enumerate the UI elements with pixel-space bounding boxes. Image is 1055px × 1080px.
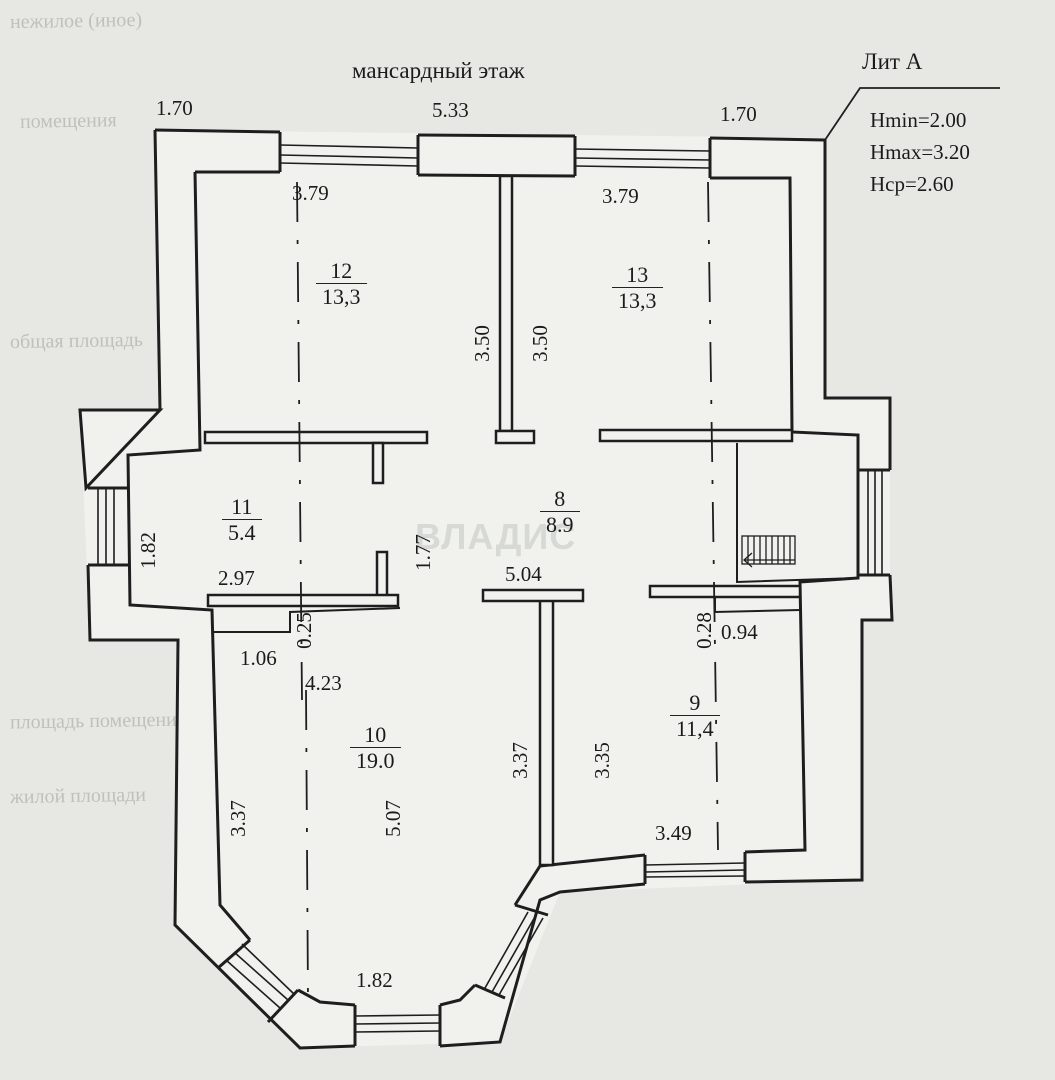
dim-r11-depth: 1.82 bbox=[135, 532, 160, 569]
lit-label: Лит А bbox=[862, 49, 923, 74]
window-left bbox=[97, 488, 115, 565]
dim-r9-left: 3.35 bbox=[589, 742, 614, 779]
window-top-right bbox=[574, 148, 711, 169]
window-bottom-right-jambs bbox=[474, 903, 549, 1000]
window-top-left bbox=[279, 144, 419, 167]
walls bbox=[78, 128, 894, 1050]
partition-11-stub-bottom bbox=[375, 550, 389, 598]
dim-top-left: 1.70 bbox=[156, 96, 193, 120]
partition-12-13-foot bbox=[494, 429, 536, 445]
dim-top-right: 1.70 bbox=[720, 102, 757, 126]
windows bbox=[97, 144, 883, 1033]
dim-r10-right: 3.37 bbox=[507, 742, 532, 779]
dim-r10-width: 4.23 bbox=[305, 671, 342, 695]
dim-stair-offset: 0.28 bbox=[691, 612, 716, 649]
dim-bay-width: 1.82 bbox=[356, 968, 393, 992]
window-bottom-mid bbox=[354, 1014, 441, 1033]
center-lines bbox=[296, 181, 719, 1001]
dim-r13-width: 3.79 bbox=[602, 184, 639, 208]
dim-step-width: 1.06 bbox=[240, 646, 277, 670]
window-left-jambs bbox=[88, 486, 128, 567]
leader-line bbox=[824, 87, 1000, 141]
partitions bbox=[203, 174, 802, 867]
staircase bbox=[741, 535, 796, 568]
watermark: ВЛАДИС bbox=[415, 516, 577, 557]
dim-r9-width: 3.49 bbox=[655, 821, 692, 845]
step-line bbox=[212, 607, 401, 633]
window-bottom-right bbox=[644, 862, 746, 878]
partition-10-9-head bbox=[481, 588, 585, 603]
stair-arrow-icon bbox=[743, 552, 795, 568]
partition-11-stub-top bbox=[371, 441, 385, 485]
window-bottom-left-jambs bbox=[217, 938, 300, 1024]
dim-r12-width: 3.79 bbox=[292, 181, 329, 205]
dim-top-middle: 5.33 bbox=[432, 98, 469, 122]
height-max: Hmax=3.20 bbox=[870, 140, 970, 164]
partition-13-bottom bbox=[598, 428, 794, 443]
dim-corridor-width: 5.04 bbox=[505, 562, 542, 586]
floor-title: мансардный этаж bbox=[352, 58, 525, 83]
dim-r13-depth: 3.50 bbox=[527, 325, 552, 362]
window-top-right-jambs bbox=[573, 136, 712, 178]
window-bottom-diag bbox=[484, 911, 544, 996]
window-top-left-jambs bbox=[278, 132, 420, 175]
dim-step-depth: 0.25 bbox=[291, 612, 316, 649]
dim-corridor-depth: 1.77 bbox=[410, 534, 435, 571]
partition-11-bottom bbox=[206, 593, 400, 608]
partition-12-bottom bbox=[203, 430, 429, 445]
dim-r11-width: 2.97 bbox=[218, 566, 255, 590]
partition-12-13 bbox=[498, 174, 514, 433]
window-right-jambs bbox=[858, 468, 890, 577]
dim-r10-left: 3.37 bbox=[225, 800, 250, 837]
dim-stair-width: 0.94 bbox=[721, 620, 758, 644]
height-avg: Hcp=2.60 bbox=[870, 172, 954, 196]
outer-wall bbox=[78, 128, 894, 1050]
window-bottom-jambs bbox=[643, 852, 747, 884]
dim-r10-depth: 5.07 bbox=[380, 800, 405, 837]
partition-9-top bbox=[648, 584, 802, 599]
dim-r12-depth: 3.50 bbox=[469, 325, 494, 362]
window-bottom-left bbox=[225, 943, 295, 1009]
outer-wall-left bbox=[153, 129, 162, 411]
height-min: Hmin=2.00 bbox=[870, 108, 967, 132]
window-bottom-mid-jambs bbox=[353, 1005, 442, 1046]
partition-10-9 bbox=[538, 595, 555, 867]
window-right bbox=[867, 470, 883, 575]
